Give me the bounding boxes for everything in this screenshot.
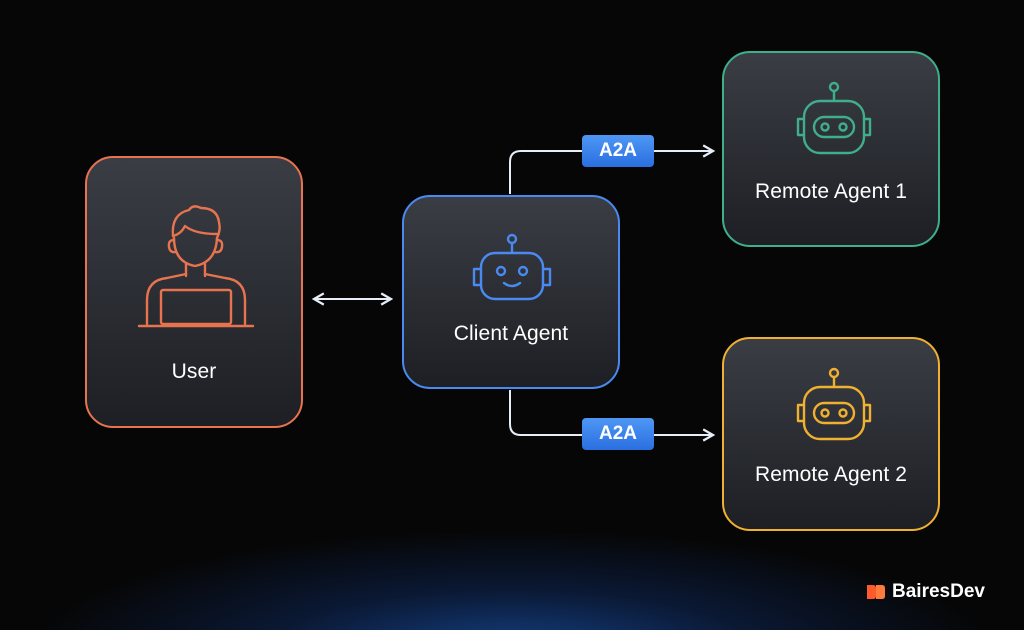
- user-label: User: [171, 360, 217, 383]
- remote-agent-1-node: Remote Agent 1: [722, 51, 940, 247]
- brand-logo: BairesDev: [866, 581, 985, 603]
- robot-icon: [796, 81, 872, 155]
- client-to-remote1-line: [509, 150, 582, 194]
- robot-smile-icon: [472, 233, 552, 301]
- a2a-badge-top: A2A: [582, 135, 654, 167]
- remote-agent-2-label: Remote Agent 2: [755, 463, 907, 486]
- robot-icon: [796, 367, 872, 441]
- user-node: User: [85, 156, 303, 428]
- client-agent-label: Client Agent: [453, 322, 569, 345]
- client-to-remote2-line: [509, 390, 582, 436]
- a2a-badge-bottom: A2A: [582, 418, 654, 450]
- person-at-laptop-icon: [137, 205, 255, 328]
- bairesdev-logo-icon: [867, 585, 885, 599]
- brand-name: BairesDev: [892, 581, 985, 602]
- client-agent-node: Client Agent: [402, 195, 620, 389]
- remote-agent-1-label: Remote Agent 1: [755, 180, 907, 203]
- remote-agent-2-node: Remote Agent 2: [722, 337, 940, 531]
